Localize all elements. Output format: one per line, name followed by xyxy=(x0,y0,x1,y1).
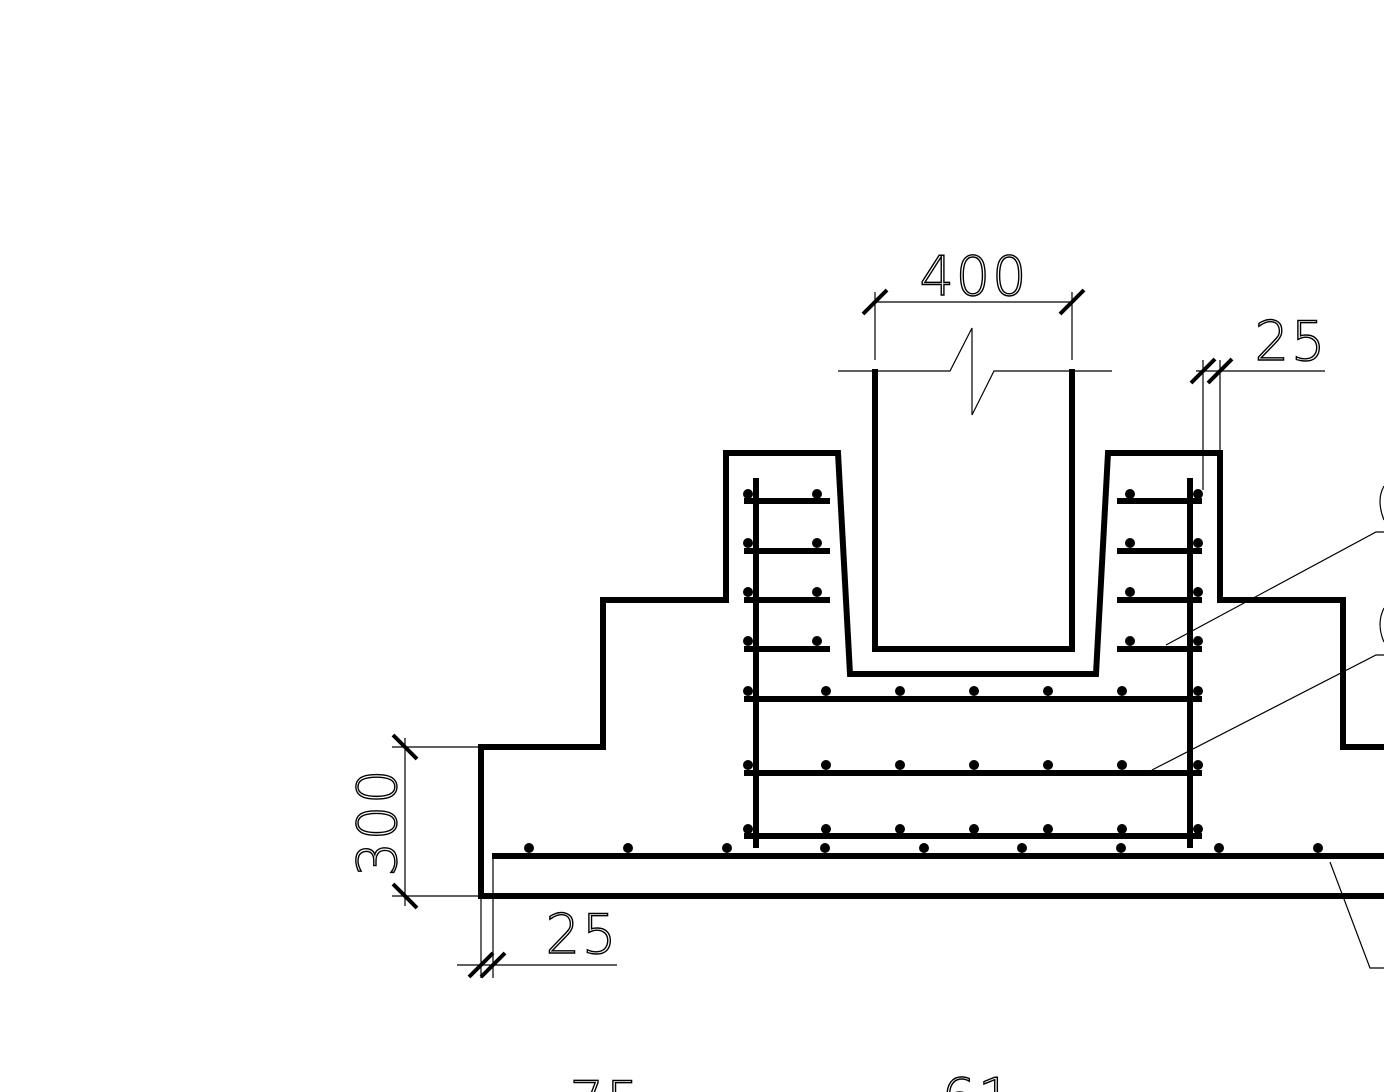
rebar-dot xyxy=(1193,587,1203,597)
rebar-dot xyxy=(969,760,979,770)
dim-cover-bottom-text: 25 xyxy=(546,903,619,966)
rebar-dot xyxy=(743,489,753,499)
rebar-dot xyxy=(743,760,753,770)
column-outline xyxy=(872,369,1075,652)
dim-base-height-text: 300 xyxy=(346,767,409,876)
label-bottom-center: 61 xyxy=(942,1067,1015,1092)
rebar-dot xyxy=(1043,824,1053,834)
rebar-dot xyxy=(1193,824,1203,834)
rebar-dot xyxy=(623,843,633,853)
rebar-dot xyxy=(1193,760,1203,770)
dim-cover-top-text: 25 xyxy=(1255,310,1328,373)
rebar-dot xyxy=(524,843,534,853)
rebar-dot xyxy=(895,824,905,834)
rebar-dot xyxy=(969,824,979,834)
cutoff-label-mark-middle xyxy=(1379,607,1384,643)
rebar-dot xyxy=(821,824,831,834)
rebar-dot xyxy=(1117,686,1127,696)
rebar-dot xyxy=(812,636,822,646)
rebar-dot xyxy=(1193,686,1203,696)
rebar-dot xyxy=(821,760,831,770)
rebar-dot xyxy=(1193,538,1203,548)
dim-column-width-text: 400 xyxy=(919,245,1028,308)
rebar-dot xyxy=(1017,843,1027,853)
dim-cover-top: 25 xyxy=(1189,309,1328,490)
rebar-dot xyxy=(919,843,929,853)
column-break-line xyxy=(838,327,1112,416)
rebar-dot xyxy=(1125,489,1135,499)
rebar-dot xyxy=(1193,489,1203,499)
rebar-dot xyxy=(812,587,822,597)
rebar-dot xyxy=(743,824,753,834)
rebar-dot xyxy=(820,843,830,853)
rebar-dot xyxy=(1125,636,1135,646)
rebar-dot xyxy=(895,686,905,696)
rebar-dot xyxy=(1043,760,1053,770)
leader-line-lower xyxy=(1329,861,1384,969)
dim-base-height: 300 xyxy=(345,733,481,910)
rebar-dots xyxy=(524,489,1323,853)
rebar-dot xyxy=(1116,843,1126,853)
rebar-dot xyxy=(743,686,753,696)
rebar-dot xyxy=(895,760,905,770)
rebar-dot xyxy=(743,538,753,548)
rebar-dot xyxy=(1313,843,1323,853)
rebar-dot xyxy=(821,686,831,696)
rebar-dot xyxy=(1117,760,1127,770)
rebar-dot xyxy=(812,538,822,548)
rebar-dot xyxy=(812,489,822,499)
rebar-dot xyxy=(1125,587,1135,597)
dim-cover-bottom: 25 xyxy=(457,856,619,979)
label-bottom-left: 75 xyxy=(570,1070,643,1092)
footing-outline xyxy=(478,450,1384,899)
rebar-dot xyxy=(743,636,753,646)
rebar-dot xyxy=(1117,824,1127,834)
rebar-dot xyxy=(1125,538,1135,548)
rebar-dot xyxy=(1193,636,1203,646)
cutoff-label-mark-upper xyxy=(1379,485,1384,521)
rebar-dot xyxy=(743,587,753,597)
rebar-dot xyxy=(1043,686,1053,696)
leader-line-upper xyxy=(1165,531,1384,646)
leader-line-middle xyxy=(1151,654,1384,771)
rebar-dot xyxy=(1214,843,1224,853)
rebar-dot xyxy=(722,843,732,853)
rebar-dot xyxy=(969,686,979,696)
dim-column-width: 400 xyxy=(861,244,1086,360)
